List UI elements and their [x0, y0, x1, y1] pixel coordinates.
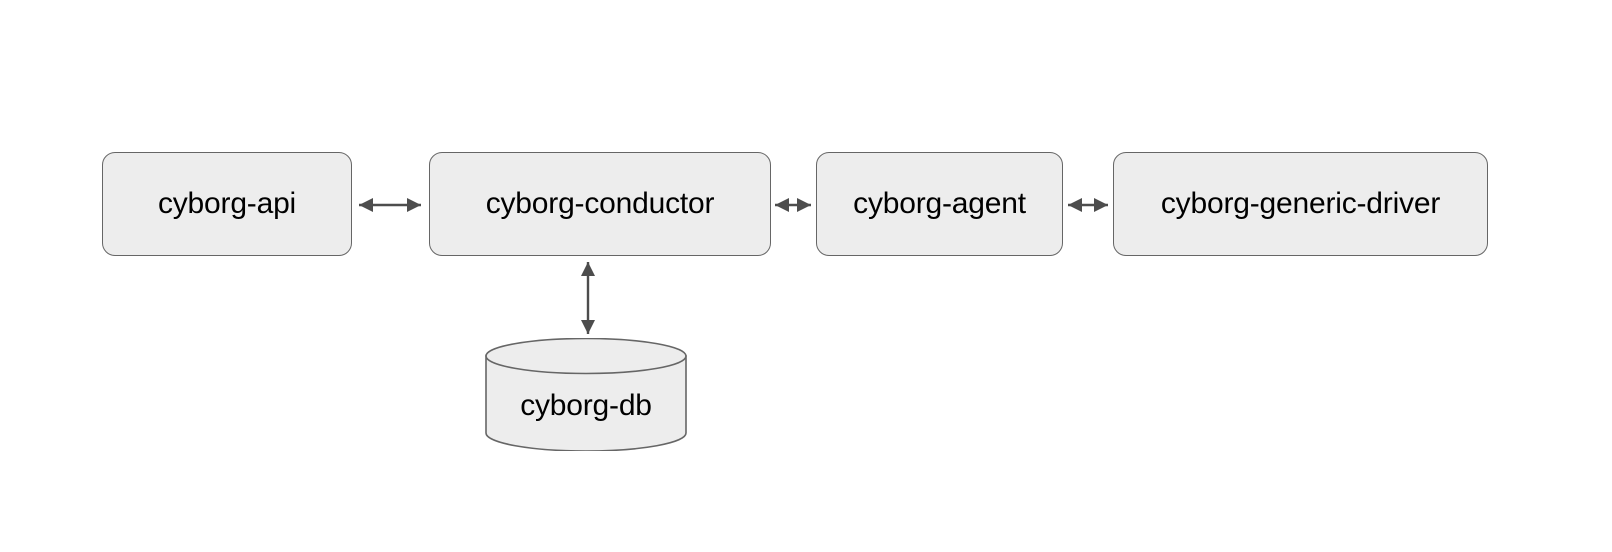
database-cylinder-icon	[485, 338, 687, 451]
edge-api-conductor	[359, 198, 421, 212]
node-label-cyborg-api: cyborg-api	[157, 187, 297, 220]
edge-conductor-db	[581, 262, 595, 334]
edge-agent-driver	[1068, 198, 1108, 212]
node-label-cyborg-agent: cyborg-agent	[853, 187, 1026, 220]
node-label-cyborg-db: cyborg-db	[520, 388, 652, 422]
node-label-cyborg-generic-driver: cyborg-generic-driver	[1160, 187, 1441, 220]
node-cyborg-conductor[interactable]: cyborg-conductor	[429, 152, 771, 256]
node-cyborg-agent[interactable]: cyborg-agent	[816, 152, 1063, 256]
edge-conductor-agent	[775, 198, 811, 212]
node-cyborg-api[interactable]: cyborg-api	[102, 152, 352, 256]
node-cyborg-generic-driver[interactable]: cyborg-generic-driver	[1113, 152, 1488, 256]
node-cyborg-db[interactable]: cyborg-db	[485, 338, 687, 451]
node-label-cyborg-conductor: cyborg-conductor	[485, 187, 715, 220]
